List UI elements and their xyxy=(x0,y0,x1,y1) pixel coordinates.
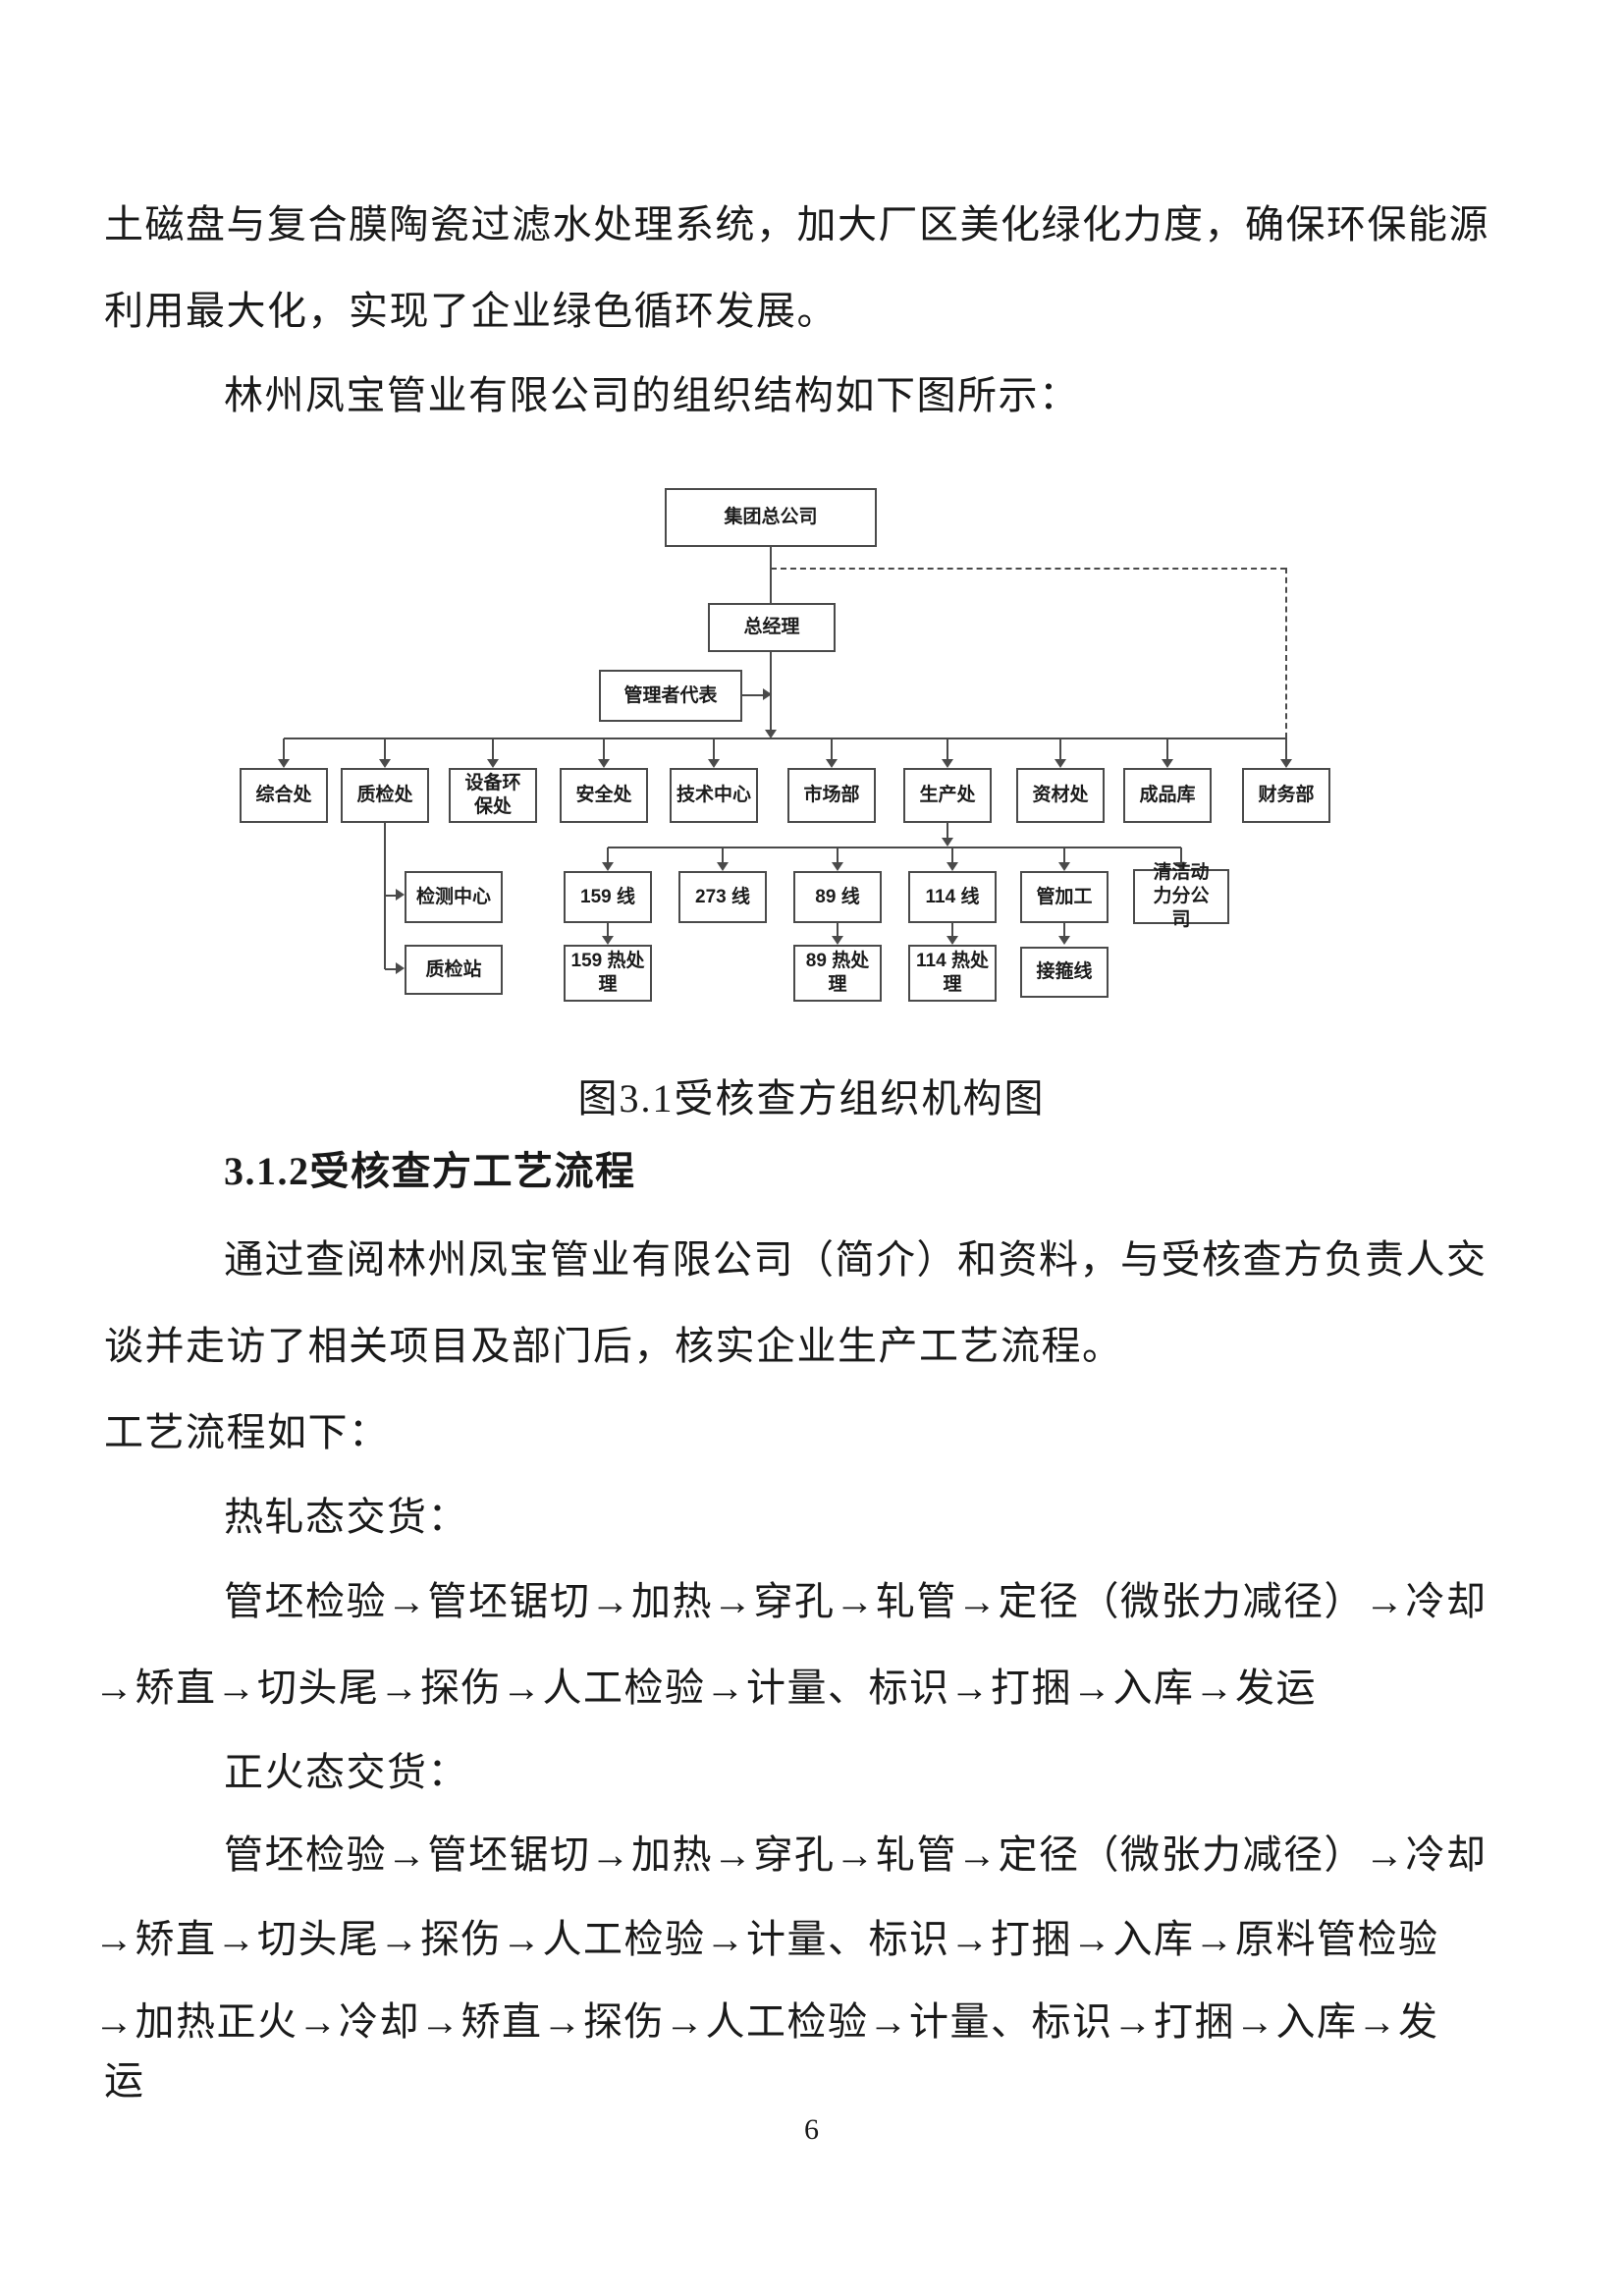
org-chart-figure: 集团总公司 总经理 管理者代表 综合处 质检处 设备环保处 安全处 技术中心 市… xyxy=(221,481,1419,1016)
org-node-dept-technology-center: 技术中心 xyxy=(670,768,758,823)
paragraph-line: 土磁盘与复合膜陶瓷过滤水处理系统，加大厂区美化绿化力度，确保环保能源 xyxy=(104,202,1489,246)
connector-line xyxy=(770,547,772,603)
arrow-down-icon xyxy=(832,862,843,871)
org-node-dept-production: 生产处 xyxy=(903,768,992,823)
org-node-dept-equipment-environment: 设备环保处 xyxy=(449,768,537,823)
org-node-dept-quality-inspection: 质检处 xyxy=(341,768,429,823)
connector-line xyxy=(603,738,605,759)
page-number: 6 xyxy=(804,2113,819,2146)
arrow-down-icon xyxy=(1162,759,1173,768)
connector-line xyxy=(837,923,839,936)
connector-line xyxy=(385,968,397,970)
connector-line xyxy=(951,847,953,862)
dashed-connector-line xyxy=(771,568,1286,570)
arrow-down-icon xyxy=(1055,759,1066,768)
arrow-right-icon xyxy=(396,962,405,974)
dashed-connector-line xyxy=(1285,568,1287,738)
org-node-root: 集团总公司 xyxy=(665,488,877,547)
arrow-down-icon xyxy=(765,730,777,738)
hot-rolled-delivery-label: 热轧态交货： xyxy=(224,1495,468,1539)
connector-line xyxy=(608,847,1181,848)
process-flow-line: →矫直→切头尾→探伤→人工检验→计量、标识→打捆→入库→发运 xyxy=(94,1666,1317,1710)
arrow-down-icon xyxy=(278,759,290,768)
connector-line xyxy=(831,738,833,759)
connector-line xyxy=(1059,738,1061,759)
connector-line xyxy=(951,923,953,936)
arrow-down-icon xyxy=(947,862,958,871)
org-node-line-114: 114 线 xyxy=(908,871,997,923)
connector-line xyxy=(1063,923,1065,936)
arrow-down-icon xyxy=(942,838,953,847)
arrow-down-icon xyxy=(602,862,614,871)
process-flow-line: →加热正火→冷却→矫直→探伤→人工检验→计量、标识→打捆→入库→发 xyxy=(94,1999,1439,2044)
connector-line xyxy=(947,823,948,839)
normalized-delivery-label: 正火态交货： xyxy=(224,1750,468,1794)
arrow-down-icon xyxy=(942,759,953,768)
arrow-down-icon xyxy=(1058,936,1070,945)
arrow-down-icon xyxy=(1058,862,1070,871)
arrow-down-icon xyxy=(708,759,720,768)
section-heading: 3.1.2受核查方工艺流程 xyxy=(224,1149,636,1193)
arrow-down-icon xyxy=(832,936,843,945)
process-flow-line: 管坯检验→管坯锯切→加热→穿孔→轧管→定径（微张力减径）→冷却 xyxy=(224,1579,1488,1623)
connector-line xyxy=(1063,847,1065,862)
arrow-right-icon xyxy=(396,889,405,901)
paragraph-line: 通过查阅林州凤宝管业有限公司（简介）和资料，与受核查方负责人交 xyxy=(224,1237,1488,1282)
connector-line xyxy=(385,895,397,897)
paragraph-line: 工艺流程如下： xyxy=(104,1410,390,1454)
arrow-down-icon xyxy=(602,936,614,945)
org-node-dept-safety: 安全处 xyxy=(560,768,648,823)
org-node-pipe-processing: 管加工 xyxy=(1020,871,1109,923)
connector-line xyxy=(284,738,1287,739)
org-node-dept-general-affairs: 综合处 xyxy=(240,768,328,823)
paragraph-line: 林州凤宝管业有限公司的组织结构如下图所示： xyxy=(224,373,1080,417)
arrow-down-icon xyxy=(1280,759,1292,768)
connector-line xyxy=(283,738,285,759)
org-node-line-159: 159 线 xyxy=(564,871,652,923)
arrow-down-icon xyxy=(379,759,391,768)
org-node-heat-treatment-114: 114 热处理 xyxy=(908,945,997,1002)
arrow-down-icon xyxy=(947,936,958,945)
arrow-down-icon xyxy=(717,862,729,871)
connector-line xyxy=(1285,738,1287,759)
arrow-right-icon xyxy=(763,688,772,700)
connector-line xyxy=(837,847,839,862)
connector-line xyxy=(742,694,764,696)
org-node-clean-power-branch: 清洁动力分公司 xyxy=(1133,862,1229,930)
connector-line xyxy=(722,847,724,862)
org-node-dept-finance: 财务部 xyxy=(1242,768,1330,823)
process-flow-line: 管坯检验→管坯锯切→加热→穿孔→轧管→定径（微张力减径）→冷却 xyxy=(224,1832,1488,1877)
arrow-down-icon xyxy=(487,759,499,768)
connector-line xyxy=(384,738,386,759)
paragraph-line: 利用最大化，实现了企业绿色循环发展。 xyxy=(104,289,838,333)
process-flow-line: 运 xyxy=(104,2058,145,2103)
connector-line xyxy=(1166,738,1168,759)
arrow-down-icon xyxy=(826,759,838,768)
org-node-heat-treatment-89: 89 热处理 xyxy=(793,945,882,1002)
arrow-down-icon xyxy=(1175,862,1187,871)
org-node-inspection-center: 检测中心 xyxy=(405,871,503,923)
org-node-line-273: 273 线 xyxy=(678,871,767,923)
org-node-dept-finished-goods: 成品库 xyxy=(1123,768,1212,823)
org-node-qc-station: 质检站 xyxy=(405,945,503,995)
paragraph-line: 谈并走访了相关项目及部门后，核实企业生产工艺流程。 xyxy=(104,1324,1123,1368)
org-node-heat-treatment-159: 159 热处理 xyxy=(564,945,652,1002)
process-flow-line: →矫直→切头尾→探伤→人工检验→计量、标识→打捆→入库→原料管检验 xyxy=(94,1917,1439,1961)
connector-line xyxy=(607,923,609,936)
connector-line xyxy=(1180,847,1182,862)
org-node-general-manager: 总经理 xyxy=(708,603,836,652)
org-node-dept-materials: 资材处 xyxy=(1016,768,1105,823)
connector-line xyxy=(947,738,948,759)
figure-caption: 图3.1受核查方组织机构图 xyxy=(577,1076,1046,1121)
org-node-manager-representative: 管理者代表 xyxy=(599,670,742,722)
connector-line xyxy=(607,847,609,862)
arrow-down-icon xyxy=(598,759,610,768)
org-node-coupling-line: 接箍线 xyxy=(1020,947,1109,998)
org-node-line-89: 89 线 xyxy=(793,871,882,923)
org-node-dept-marketing: 市场部 xyxy=(787,768,876,823)
connector-line xyxy=(492,738,494,759)
connector-line xyxy=(713,738,715,759)
